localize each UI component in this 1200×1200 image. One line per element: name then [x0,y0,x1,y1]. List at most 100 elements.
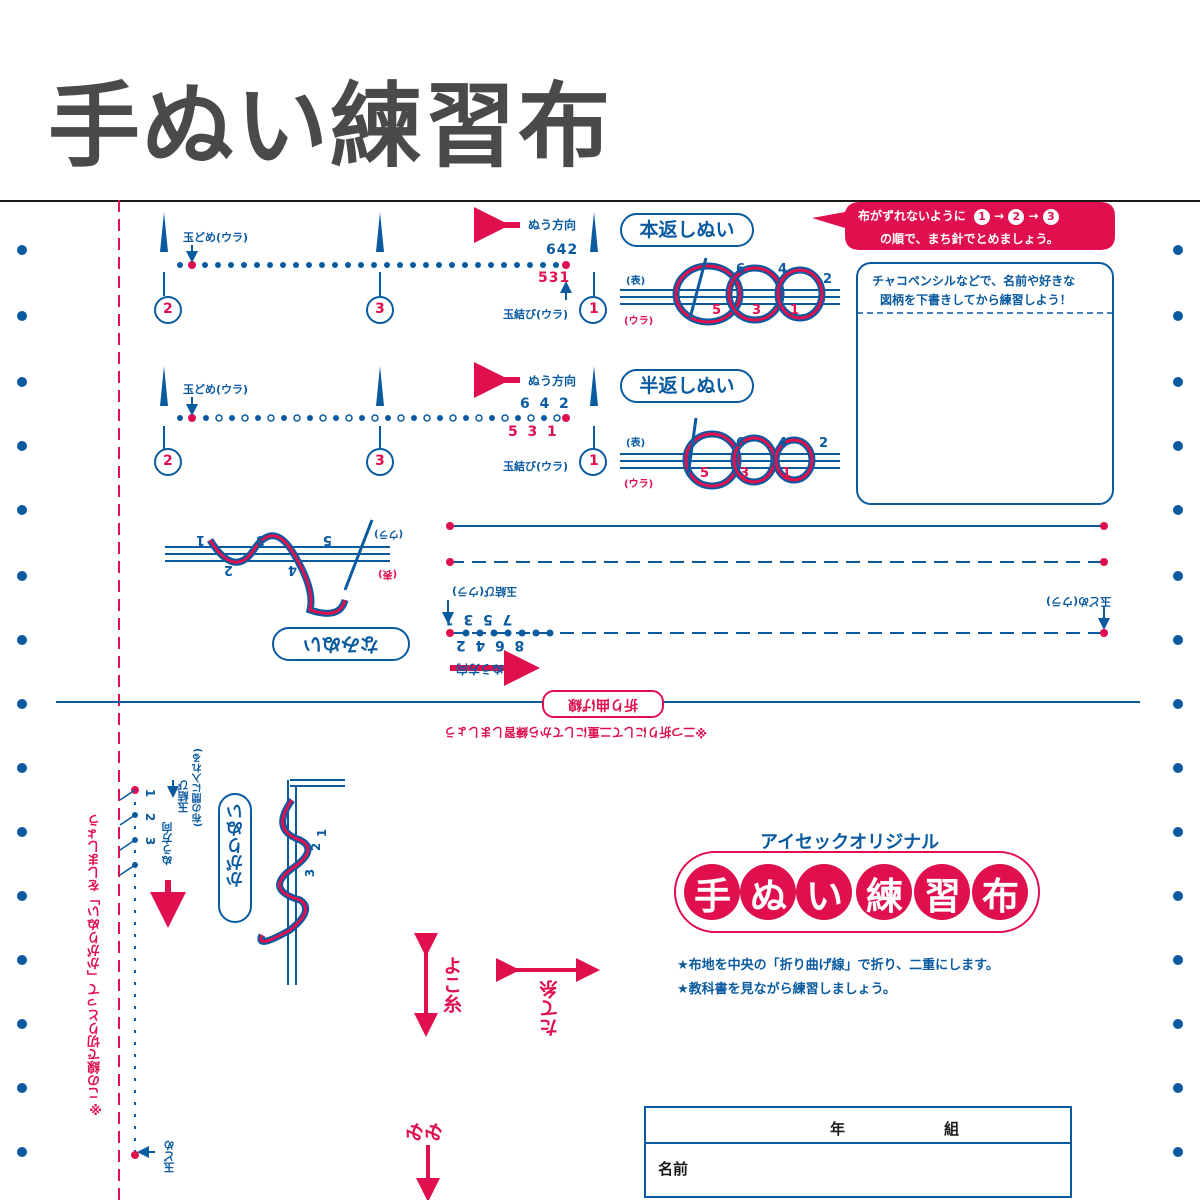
callout-text-line2: の順で、まち針でとめましょう。 [880,232,1059,246]
pin-label-3b: 3 [375,453,385,469]
hongaeshi-bottom-nums: 531 [538,270,571,286]
fold-line-label: 折り曲げ線 [542,690,664,718]
side-holes-right [1173,245,1183,1157]
namiwnui-diagram-num-3: 3 [256,532,266,547]
hongaeshi-front-label: (表) [626,276,646,287]
memo-text-line1: チャコペンシルなどで、名前や好きな [872,274,1076,288]
hongaeshi-top-nums: 642 [546,242,579,258]
pin-flower-3 [366,272,394,324]
hongaeshi-needles [160,212,598,252]
namiwnui-stop-knot-label: 玉どめ(ウラ) [1046,595,1112,608]
hangaeshi-title: 半返しぬい [620,369,754,403]
namiwnui-diagram-num-1: 1 [196,532,206,547]
side-holes-left [17,245,27,1157]
kagarinui-num-2a: 2 [143,812,158,822]
name-box [644,1106,1072,1198]
namiwnui-nums-top: 7 5 3 1 [444,611,513,627]
hangaeshi-diagram-num-5: 5 [700,466,710,481]
hangaeshi-diagram-num-2: 2 [819,436,829,451]
pin-label-2: 2 [163,301,173,317]
hongaeshi-diagram-num-3: 3 [752,303,762,318]
hongaeshi-diagram-num-2: 2 [823,272,833,287]
kagarinui-num-2: 2 [309,842,324,852]
hongaeshi-stop-knot-label: 玉どめ(ウラ) [183,231,249,244]
hongaeshi-diagram-num-4: 4 [778,262,788,277]
pin-label-3: 3 [375,301,385,317]
hongaeshi-diagram-num-5: 5 [712,303,722,318]
kagarinui-title-text: かがりぬい [227,803,247,888]
namiwnui-diagram [165,519,390,617]
namiwnui-back-label: (ウラ) [374,528,404,539]
memo-box [856,262,1114,505]
kagarinui-diagram [257,779,345,985]
pin-flower-2 [154,272,182,324]
callout-text-line1: 布がずれないように 1 → 2 → 3 [858,207,1059,225]
pin-label-1: 1 [589,301,599,317]
hangaeshi-top-nums: 6 4 2 [520,396,569,412]
kagarinui-start-note: (布の間に入れる) [193,748,204,828]
memo-text-line2: 図柄を下書きしてから練習しよう！ [880,293,1072,307]
brand-logo [674,851,1040,933]
brand-char-5: 習 [924,875,961,918]
name-box-class: 組 [944,1120,960,1138]
hongaeshi-diagram-num-1: 1 [790,303,800,318]
warp-label: たて糸 [539,980,561,1037]
hongaeshi-title: 本返しぬい [620,213,754,247]
namiwnui-title: なみぬい [272,627,410,661]
namiwnui-start-knot-label: 玉結び(ウラ) [452,585,518,598]
hangaeshi-stop-knot-label: 玉どめ(ウラ) [183,383,249,396]
hongaeshi-back-label: (ウラ) [624,316,654,327]
callout-bubble [812,202,1115,250]
step-1-badge: 1 [973,209,990,225]
kagarinui-num-1a: 1 [143,788,158,798]
step-2-badge: 2 [1008,209,1025,225]
hangaeshi-stitch-line [177,415,547,421]
namiwnui-diagram-num-5: 5 [323,532,333,547]
brand-char-6: 布 [982,875,1019,918]
hongaeshi-stitch-line [177,262,559,268]
kagarinui-stop-knot: 玉どめ [163,1140,176,1173]
hangaeshi-back-label: (ウラ) [624,479,654,490]
brand-note-1: ★布地を中央の「折り曲げ線」で折り、二重にします。 [677,958,999,973]
kagarinui-stitch-line [119,786,139,1159]
hangaeshi-diagram-num-3: 3 [740,466,750,481]
cut-line-note: ※この線で切りとって「かがりぬい」をしましょう [88,814,103,1115]
fold-note: ※二つ折りにして二重にしてから練習しましょう [444,725,707,739]
hangaeshi-start-knot-label: 玉結び(ウラ) [503,460,569,473]
namiwnui-direction-label: ぬう方向 [456,662,505,676]
kagarinui-direction: ぬう方向 [161,822,174,866]
weft-label: よこ糸 [440,956,462,1013]
brand-char-2: ぬ [750,875,787,918]
name-box-year: 年 [830,1120,846,1138]
hangaeshi-open-dots [215,414,561,422]
hangaeshi-direction-label: ぬう方向 [528,374,577,388]
hangaeshi-diagram [620,417,840,490]
kagarinui-num-1: 1 [315,828,330,838]
name-box-name: 名前 [658,1160,689,1178]
pin-flower-1 [579,272,607,324]
hangaeshi-diagram-num-6: 6 [736,436,746,451]
brand-char-3: い [806,875,843,918]
pin-label-1b: 1 [589,453,599,469]
namiwnui-diagram-num-4: 4 [288,562,298,577]
selvage-label: みみ [404,1122,443,1145]
hongaeshi-direction-label: ぬう方向 [528,218,577,232]
pin-label-2b: 2 [163,453,173,469]
hongaeshi-diagram [620,257,840,326]
hongaeshi-start-knot-label: 玉結び(ウラ) [503,308,569,321]
namiwnui-front-label: (表) [378,568,398,579]
namiwnui-nums-bottom: 8 6 4 2 [456,637,525,653]
namiwnui-diagram-num-2: 2 [224,562,234,577]
top-divider [0,200,1200,202]
page-title: 手ぬい練習布 [48,73,613,180]
hangaeshi-diagram-num-1: 1 [782,466,792,481]
hangaeshi-bottom-nums: 5 3 1 [508,424,557,440]
hongaeshi-diagram-num-6: 6 [736,262,746,277]
hangaeshi-needles [160,366,598,406]
brand-char-4: 練 [866,875,903,918]
kagarinui-num-3: 3 [303,868,318,878]
kagarinui-num-3a: 3 [143,836,158,846]
brand-char-1: 手 [694,875,731,918]
hangaeshi-front-label: (表) [626,438,646,449]
